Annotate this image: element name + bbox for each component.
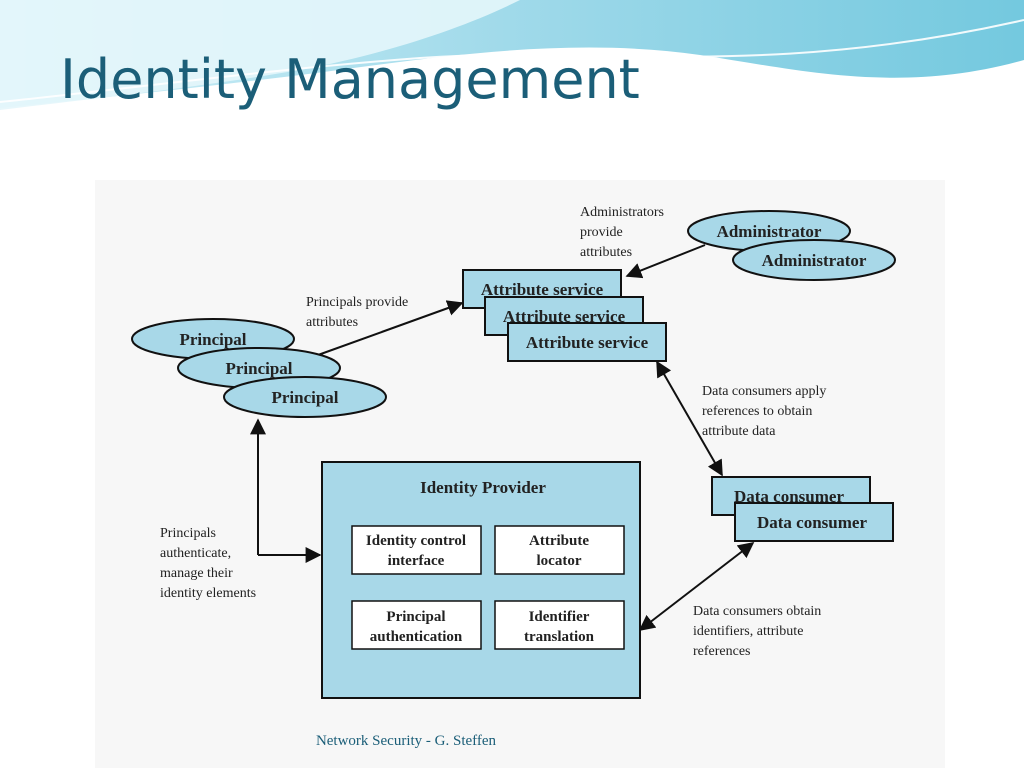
component-label: Identity control [366, 533, 466, 549]
component-label: Identifier [529, 609, 590, 625]
identity-control-interface-box [351, 525, 482, 575]
principal-node [223, 376, 387, 418]
header-wave-line [0, 19, 1024, 103]
principal-label: Principal [179, 330, 246, 349]
data-consumer-label: Data consumer [757, 513, 867, 532]
arrow-consumer-idp [638, 542, 755, 631]
annotation-line: manage their [160, 566, 233, 581]
arrow-admin-to-attribute [625, 244, 706, 279]
annotation-line: attribute data [702, 424, 776, 439]
component-label: translation [524, 629, 595, 645]
principal-label: Principal [271, 388, 338, 407]
attribute-service-node [507, 322, 667, 362]
data-consumer-label: Data consumer [734, 487, 844, 506]
annotation-line: Principals provide [306, 295, 408, 310]
annotation-line: identifiers, attribute [693, 624, 803, 639]
arrow-principal-to-attribute [317, 300, 464, 356]
attribute-locator-box [494, 525, 625, 575]
annotation-line: authenticate, [160, 546, 231, 561]
identity-provider: Identity Provider Identity control inter… [321, 461, 641, 699]
annotation-line: Principals [160, 526, 216, 541]
annotation-line: references [693, 644, 751, 659]
annotation-line: attributes [306, 315, 358, 330]
slide-title: Identity Management [60, 48, 640, 111]
component-label: Attribute [529, 533, 589, 549]
data-consumer-group: Data consumer Data consumer [711, 476, 894, 542]
data-consumer-node [734, 502, 894, 542]
annotation-line: Data consumers apply [702, 384, 826, 399]
arrow-attribute-consumer [656, 360, 723, 477]
slide-footer: Network Security - G. Steffen [315, 733, 497, 749]
administrator-node [732, 239, 896, 281]
annotation-principals-authenticate: Principals authenticate, manage their id… [160, 526, 256, 601]
annotation-line: provide [580, 225, 623, 240]
attribute-service-label: Attribute service [526, 333, 649, 352]
annotation-line: references to obtain [702, 404, 812, 419]
component-label: authentication [370, 629, 463, 645]
annotation-line: Administrators [580, 205, 664, 220]
identity-provider-title: Identity Provider [420, 478, 546, 497]
identifier-translation-box [494, 600, 625, 650]
annotation-consumers-apply: Data consumers apply references to obtai… [702, 384, 826, 439]
annotation-line: identity elements [160, 586, 256, 601]
attribute-service-group: Attribute service Attribute service Attr… [462, 269, 667, 362]
administrator-group: Administrator Administrator [687, 210, 896, 281]
administrator-label: Administrator [762, 251, 867, 270]
annotation-consumers-obtain: Data consumers obtain identifiers, attri… [693, 604, 821, 659]
principal-authentication-box [351, 600, 482, 650]
arrows [250, 244, 755, 631]
component-label: Principal [386, 609, 445, 625]
component-label: interface [388, 553, 445, 569]
header-wave-light [0, 0, 520, 110]
component-label: locator [537, 553, 582, 569]
annotation-admins-provide: Administrators provide attributes [580, 205, 664, 260]
attribute-service-label: Attribute service [503, 307, 626, 326]
annotation-principals-provide: Principals provide attributes [306, 295, 408, 330]
principal-label: Principal [225, 359, 292, 378]
principal-group: Principal Principal Principal [131, 318, 387, 418]
identity-provider-box [321, 461, 641, 699]
attribute-service-label: Attribute service [481, 280, 604, 299]
annotation-line: attributes [580, 245, 632, 260]
administrator-label: Administrator [717, 222, 822, 241]
annotation-line: Data consumers obtain [693, 604, 821, 619]
